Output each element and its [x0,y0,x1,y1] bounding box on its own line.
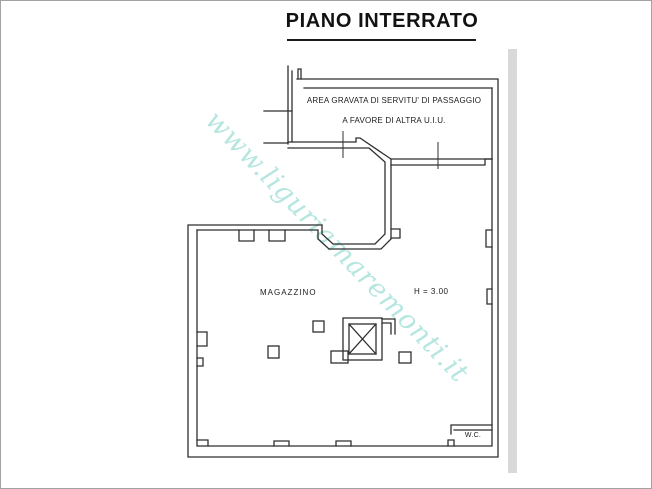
elevator-shaft-inner [348,323,377,355]
shaft-side-closet [330,350,349,364]
pilaster-right-1 [485,229,493,248]
outer-boundary-wall [187,78,499,458]
pilaster-top-2 [268,229,286,242]
elevator-shaft-outer [342,317,383,361]
elevator-shaft-x-icon [348,323,377,355]
room-label-magazzino: MAGAZZINO [260,288,317,297]
pilaster-bottom-1 [273,440,290,447]
pilaster-top-1 [238,229,255,242]
room-side-top-wall [196,158,493,250]
party-wall-stub [297,68,302,80]
page-title: PIANO INTERRATO [285,10,479,32]
servitude-area-label-line2: A FAVORE DI ALTRA U.I.U. [342,116,446,125]
shaft-hook-wall [381,318,396,335]
corridor-left-wall [287,65,293,145]
room-label-wc: W.C. [464,432,482,439]
scan-shadow-band [508,49,517,473]
column-3 [398,351,412,364]
column-1 [312,320,325,333]
corridor-bottom-wall-outer [287,137,392,160]
pilaster-right-2 [486,288,493,305]
pilaster-left-2 [196,357,204,367]
stairwell-side-wall [287,147,386,245]
pilaster-bottom-3 [447,439,455,447]
title-underline [287,39,476,41]
pilaster-shaft-wall [390,228,401,239]
column-2 [267,345,280,359]
pilaster-bottom-2 [335,440,352,447]
corridor-bottom-right-wall-inner [390,158,493,166]
wc-partition-wall [450,424,493,435]
pilaster-bottom-left-corner [196,439,209,447]
pilaster-left-1 [196,331,208,347]
servitude-area-label-line1: AREA GRAVATA DI SERVITU' DI PASSAGGIO [306,96,482,105]
room-inner-boundary [196,87,493,447]
ceiling-height-label: H = 3.00 [414,287,449,296]
